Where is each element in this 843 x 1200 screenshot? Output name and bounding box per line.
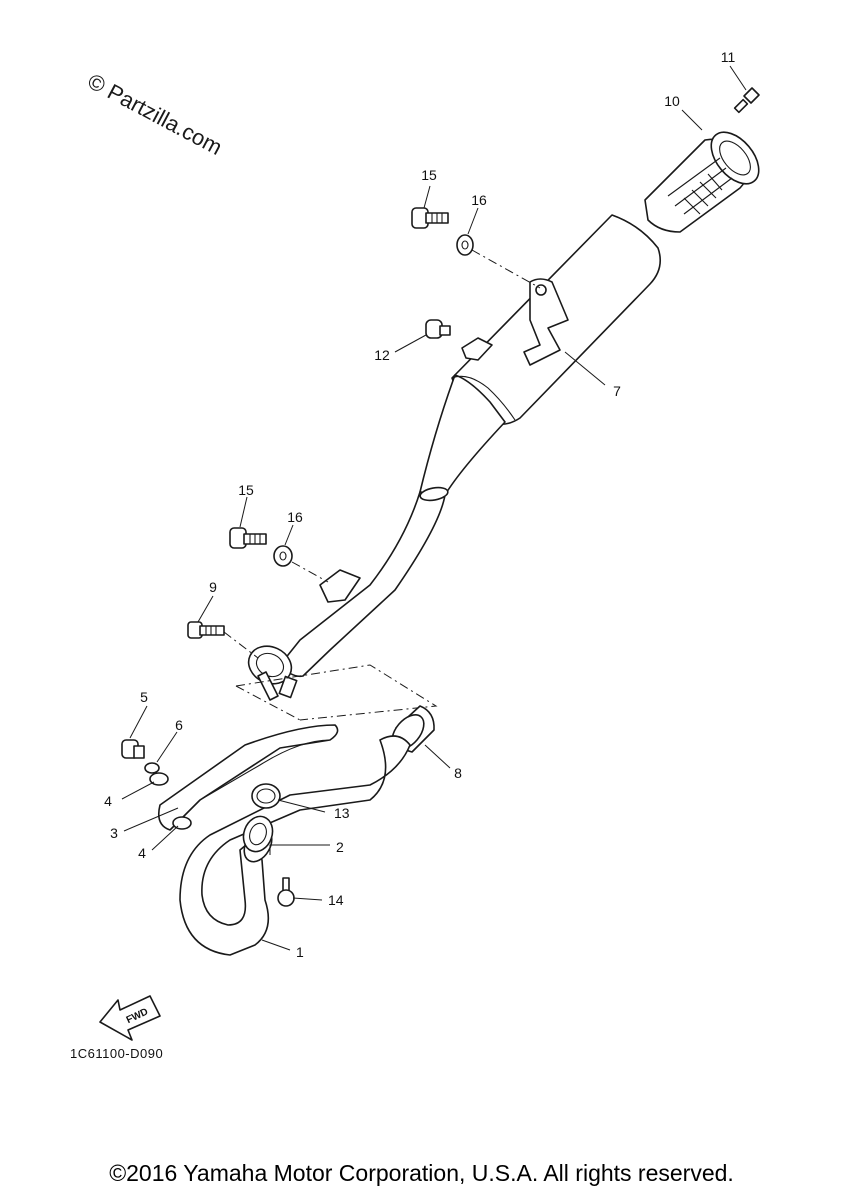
upper-bolt-15 <box>411 207 449 229</box>
callout-15-lower: 15 <box>238 482 254 498</box>
watermark: © Partzilla.com <box>84 68 227 160</box>
end-cap <box>644 131 760 233</box>
diagram-code: 1C61100-D090 <box>70 1046 163 1061</box>
heat-protector <box>157 724 339 831</box>
callout-5: 5 <box>140 689 148 705</box>
callout-9: 9 <box>209 579 217 595</box>
callout-15-upper: 15 <box>421 167 437 183</box>
washer-6 <box>144 762 160 774</box>
bolt-11 <box>733 87 760 114</box>
leader-lines <box>121 65 747 951</box>
bolt-9-line <box>223 631 259 659</box>
muffler <box>247 214 661 701</box>
bolt-14 <box>277 877 295 907</box>
gasket-13 <box>251 783 281 809</box>
exhaust-parts-drawing: © Partzilla.com <box>70 49 760 1061</box>
callout-6: 6 <box>175 717 183 733</box>
bolt-5 <box>121 739 145 759</box>
callout-1: 1 <box>296 944 304 960</box>
callout-2: 2 <box>336 839 344 855</box>
assembly-guide <box>235 664 438 721</box>
callout-4-upper: 4 <box>104 793 112 809</box>
collar-4-lower <box>172 816 192 830</box>
lower-mount-line <box>291 561 329 583</box>
callout-4-lower: 4 <box>138 845 146 861</box>
fwd-arrow-icon: FWD <box>99 995 161 1041</box>
copyright-notice: ©2016 Yamaha Motor Corporation, U.S.A. A… <box>109 1160 734 1186</box>
callout-16-lower: 16 <box>287 509 303 525</box>
lower-bolt-15 <box>229 527 267 549</box>
callout-8: 8 <box>454 765 462 781</box>
lower-washer-16 <box>273 545 293 567</box>
callout-13: 13 <box>334 805 350 821</box>
upper-mount-line <box>471 249 541 289</box>
callout-10: 10 <box>664 93 680 109</box>
callout-16-upper: 16 <box>471 192 487 208</box>
bolt-9 <box>187 621 225 639</box>
callout-7: 7 <box>613 383 621 399</box>
callout-14: 14 <box>328 892 344 908</box>
callout-11: 11 <box>721 49 736 65</box>
collar-4-upper <box>149 772 169 786</box>
callout-3: 3 <box>110 825 118 841</box>
flange-2 <box>242 815 274 853</box>
upper-washer-16 <box>456 234 474 256</box>
nut-12 <box>425 319 451 339</box>
callout-12: 12 <box>374 347 390 363</box>
